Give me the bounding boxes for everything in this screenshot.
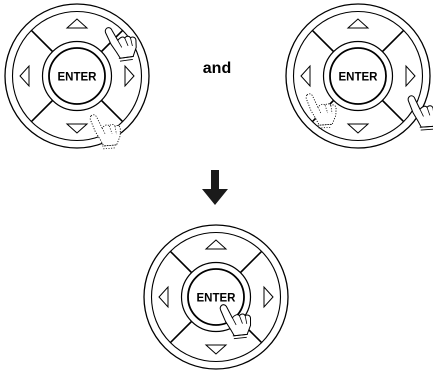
remote-pad-icon: ENTER [2, 1, 152, 151]
enter-label: ENTER [197, 293, 237, 305]
enter-label: ENTER [339, 72, 379, 84]
remote-pad-icon: ENTER [141, 222, 291, 372]
remote-pad-icon: ENTER [283, 1, 433, 151]
remote-pad-enter: ENTER [141, 222, 291, 372]
conjunction-label: and [202, 60, 232, 77]
down-arrow-icon [202, 170, 228, 205]
enter-label: ENTER [58, 72, 98, 84]
remote-pad-left-right: ENTER [283, 1, 433, 151]
remote-pad-up-down: ENTER [2, 1, 152, 151]
